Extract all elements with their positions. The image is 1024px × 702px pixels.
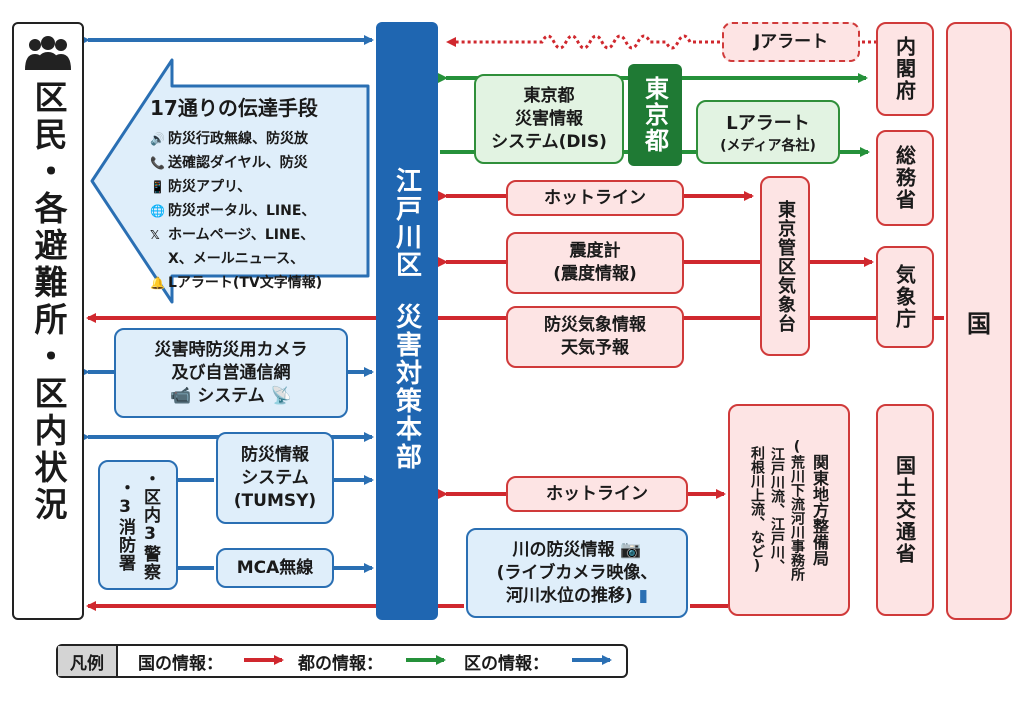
camera-system-box: 災害時防災用カメラ 及び自営通信網 📹 システム 📡 xyxy=(114,328,348,418)
people-icon xyxy=(25,36,71,70)
dis-line3: システム(DIS) xyxy=(491,131,607,152)
tokyo-met-box: 東京管区気象台 xyxy=(760,176,810,356)
tumsy-line1: 防災情報 xyxy=(241,444,309,465)
means-item: 🔊防災行政無線、防災放 xyxy=(150,127,372,151)
phone-icon: 📞 xyxy=(150,156,165,170)
river-info-box: 川の防災情報 📷 (ライブカメラ映像、 河川水位の推移) ▮ xyxy=(466,528,688,618)
mca-box: MCA無線 xyxy=(216,548,334,588)
tumsy-line2: システム xyxy=(241,467,309,488)
tokyo-box: 東京都 xyxy=(628,64,682,166)
means-arrow-shape xyxy=(90,58,370,304)
shindo-line1: 震度計 xyxy=(569,241,621,261)
naikakufu-label: 内閣府 xyxy=(892,36,917,102)
camera-line3-wrap: 📹 システム 📡 xyxy=(170,385,292,408)
river-info-line1: 川の防災情報 xyxy=(512,539,615,560)
shindo-box: 震度計 (震度情報) xyxy=(506,232,684,294)
kuni-label: 国 xyxy=(967,309,991,338)
camera-line2: 及び自営通信網 xyxy=(171,362,291,383)
globe-icon: 🌐 xyxy=(150,204,165,218)
means-item-text: ホームページ、LINE、 xyxy=(168,227,315,243)
antenna-icon: 📡 xyxy=(270,385,292,406)
camera-line1: 災害時防災用カメラ xyxy=(154,339,308,360)
dis-box: 東京都 災害情報 システム(DIS) xyxy=(474,74,624,164)
camera-icon: 📷 xyxy=(620,539,642,560)
mlit-label: 国土交通省 xyxy=(892,455,917,565)
legend: 凡例 国の情報： 都の情報： 区の情報： xyxy=(56,644,628,678)
weather-info-box: 防災気象情報 天気予報 xyxy=(506,306,684,368)
means-item-text: 送確認ダイヤル、防災 xyxy=(168,155,308,171)
hotline1-box: ホットライン xyxy=(506,180,684,216)
security-camera-icon: 📹 xyxy=(170,385,192,406)
legend-title: 凡例 xyxy=(58,646,118,676)
fire-label: ・3消防署 xyxy=(115,478,135,572)
means-item: 📞送確認ダイヤル、防災 xyxy=(150,151,372,175)
speaker-icon: 🔊 xyxy=(150,132,165,146)
means-item-text: Lアラート(TV文字情報) xyxy=(168,275,323,291)
residents-label: 区民・各避難所・区内状況 xyxy=(29,80,68,524)
mlit-box: 国土交通省 xyxy=(876,404,934,616)
weather-info-line2: 天気予報 xyxy=(561,338,629,358)
means-item: X、メールニュース、 xyxy=(150,247,372,271)
soumusho-label: 総務省 xyxy=(892,145,917,211)
hq-label-ward: 江戸川区 xyxy=(391,167,422,279)
tokyo-met-label: 東京管区気象台 xyxy=(775,199,796,333)
river-info-line2: (ライブカメラ映像、 xyxy=(496,562,658,583)
tokyo-label: 東京都 xyxy=(640,76,669,154)
means-item-text: 防災行政無線、防災放 xyxy=(168,131,308,147)
means-item-text: 防災アプリ、 xyxy=(168,179,252,195)
bell-icon: 🔔 xyxy=(150,276,165,290)
means-item-text: X、メールニュース、 xyxy=(168,251,305,267)
residents-panel: 区民・各避難所・区内状況 xyxy=(12,22,84,620)
weather-info-line1: 防災気象情報 xyxy=(544,315,646,335)
dis-line2: 災害情報 xyxy=(515,108,583,129)
kanto-bureau-box: 関東地方整備局 (荒川下流河川事務所 江戸川流、江戸川、 利根川上流、など) xyxy=(728,404,850,616)
dis-line1: 東京都 xyxy=(523,85,575,106)
lalert-line2: (メディア各社) xyxy=(720,138,816,154)
means-title: 17通りの伝達手段 xyxy=(150,96,318,120)
means-item-text: 防災ポータル、LINE、 xyxy=(168,203,316,219)
river-info-line3-wrap: 河川水位の推移) ▮ xyxy=(506,585,648,608)
arrow-jalert xyxy=(446,34,720,50)
kanto-line4: 利根川上流、など) xyxy=(749,446,765,574)
camera-line3: システム xyxy=(197,385,265,406)
shindo-line2: (震度情報) xyxy=(553,264,637,284)
police-label: ・区内3警察 xyxy=(140,469,160,581)
means-item: 🔔Lアラート(TV文字情報) xyxy=(150,271,372,295)
jalert-box: Jアラート xyxy=(722,22,860,62)
kanto-line2: (荒川下流河川事務所 xyxy=(789,439,805,581)
kanto-line3: 江戸川流、江戸川、 xyxy=(769,447,785,573)
kanto-line1: 関東地方整備局 xyxy=(810,454,829,566)
means-item: 🌐防災ポータル、LINE、 xyxy=(150,199,372,223)
tumsy-box: 防災情報 システム (TUMSY) xyxy=(216,432,334,524)
kishocho-box: 気象庁 xyxy=(876,246,934,348)
kuni-box: 国 xyxy=(946,22,1012,620)
soumusho-box: 総務省 xyxy=(876,130,934,226)
means-item: 𝕏 ホームページ、LINE、 xyxy=(150,223,372,247)
legend-national: 国の情報： xyxy=(138,653,223,674)
water-gauge-icon: ▮ xyxy=(638,585,649,606)
hq-label-hq: 災害対策本部 xyxy=(391,303,422,471)
kishocho-label: 気象庁 xyxy=(892,264,917,330)
x-logo-icon: 𝕏 xyxy=(150,228,160,242)
hq-panel: 江戸川区 災害対策本部 xyxy=(376,22,438,620)
lalert-line1: Lアラート xyxy=(726,113,810,134)
lalert-box: Lアラート (メディア各社) xyxy=(696,100,840,164)
means-list: 17通りの伝達手段 🔊防災行政無線、防災放📞送確認ダイヤル、防災📱防災アプリ、🌐… xyxy=(150,92,372,295)
naikakufu-box: 内閣府 xyxy=(876,22,934,116)
river-info-line1-wrap: 川の防災情報 📷 xyxy=(512,539,641,562)
tumsy-line3: (TUMSY) xyxy=(233,490,317,511)
hotline2-box: ホットライン xyxy=(506,476,688,512)
means-item: 📱防災アプリ、 xyxy=(150,175,372,199)
legend-ward: 区の情報： xyxy=(464,653,549,674)
river-info-line3: 河川水位の推移) xyxy=(505,585,633,606)
police-fire-box: ・区内3警察 ・3消防署 xyxy=(98,460,178,590)
smartphone-icon: 📱 xyxy=(150,180,165,194)
legend-metro: 都の情報： xyxy=(298,653,383,674)
